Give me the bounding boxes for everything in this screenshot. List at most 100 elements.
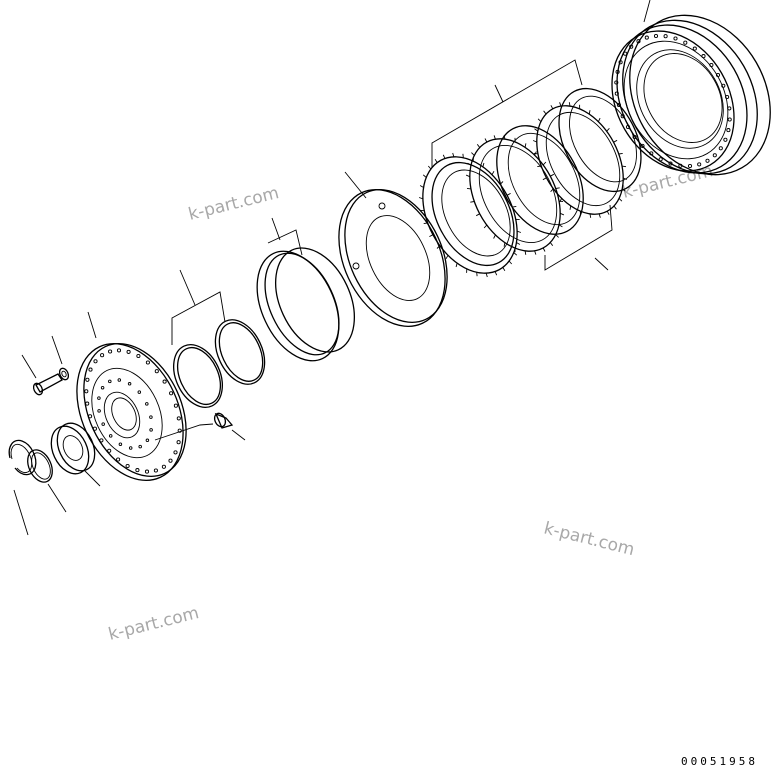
friction-plate-tooth [429,234,434,237]
drum-bolt-hole [701,54,706,59]
drum-bolt-hole [616,102,621,108]
clutch-plates [418,87,642,278]
separator-plate-teeth-2 [532,102,628,218]
dowel-pin [154,412,246,441]
friction-plate-tooth [502,267,506,272]
flange-bolt-hole [107,448,112,453]
flange-bolt-hole [176,416,181,421]
drum-bolt-hole [725,94,730,100]
separator-plate-tooth [475,213,480,217]
separator-plate-tooth [471,152,475,156]
flange-bolt-hole [84,389,89,394]
flange-inner-hole [145,438,150,443]
flange-bolt-hole [126,349,131,354]
separator-plate-tooth [533,152,539,155]
flange-bolt-hole [99,438,104,443]
flange-inner-hole [108,379,112,384]
drum-bolt-hole [614,80,619,85]
flange-inner-hole [127,382,132,386]
flange-bolt-hole [116,457,121,462]
friction-plate-tooth [442,154,446,159]
pressure-plate [338,171,448,327]
flange-bolt-hole [85,401,90,406]
separator-plate-tooth [589,213,592,218]
plate-group-leaders [431,59,613,271]
flange-bolt-hole [125,463,130,469]
flange-carrier [76,311,187,481]
separator-plate-tooth [534,250,537,255]
drum-bolt-hole [640,143,645,148]
flange-inner-hole [108,434,113,438]
flange-inner-hole [145,402,149,406]
flange-inner-hole [101,422,105,426]
drum-bolt-hole [658,157,663,162]
flange-bolt-hole [176,440,181,445]
drum-bolt-hole [683,40,688,45]
flange-inner-hole [118,442,123,446]
separator-plate-tooth [559,102,562,107]
drum-bolt-hole [653,33,659,39]
separator-plate-tooth [465,174,470,178]
separator-plate-tooth [542,177,547,181]
separator-plate-tooth [476,144,481,148]
friction-plate-teeth [418,152,522,278]
flange-bolt-hole [93,359,98,364]
drum-bolt-hole [623,51,628,56]
flange-bolt-holes [84,348,182,474]
drum-bolt-hole [687,163,693,169]
flange-bolt-hole [162,379,167,384]
flange-inner-hole [100,385,105,390]
flange-bolt-hole [116,348,122,353]
drum-bolt-holes [614,33,732,169]
flange-bolt-hole [154,369,159,374]
separator-plate-tooth [550,173,555,177]
flange-bolt-hole [92,426,97,431]
flange-inner-hole [97,396,101,400]
watermarks: k-part.com k-part.com k-part.com k-part.… [106,161,715,645]
separator-plate-tooth [569,205,572,210]
drum-bolt-hole [678,163,683,168]
flange-bolt-hole [173,403,178,408]
housing-drum [611,0,771,176]
flange-inner-hole [97,409,101,413]
drum-bolt-hole [615,69,620,74]
drum-bolt-hole [697,162,702,167]
flange-bolt-hole [135,468,140,473]
friction-plate-tooth [419,185,424,188]
flange-bolt-hole [169,391,174,396]
separator-plate-tooth [524,143,527,148]
separator-plate-tooth [550,188,554,193]
drum-bolt-hole [723,137,728,142]
drum-bolt-hole [712,153,717,158]
flange-bolt-hole [136,353,141,359]
seal-ring-large [256,217,355,362]
drum-bolt-hole [726,128,731,133]
flange-bolt-hole [161,464,166,469]
flange-bolt-hole [144,469,150,474]
friction-plate-tooth [418,197,424,200]
separator-plate-tooth [568,102,571,107]
drum-bolt-hole [715,72,721,78]
friction-plate-tooth [506,193,511,196]
drum-bolt-hole [692,46,697,51]
drum-bolt-hole [644,35,649,40]
watermark-3: k-part.com [542,518,637,560]
separator-plate-tooth [542,247,546,252]
flange-inner-hole [117,378,122,382]
separator-plate-tooth [618,198,623,202]
separator-plate-tooth [550,105,554,110]
separator-plate-tooth [543,110,547,115]
friction-plate-tooth [427,165,432,170]
friction-plate-tooth [452,152,455,157]
separator-plate-tooth [466,187,472,190]
flange-inner-hole [149,428,153,432]
friction-plate-tooth [516,230,522,233]
flange-bolt-hole [177,428,182,433]
drum-bolt-hole [618,60,623,65]
separator-plate-tooth [613,139,618,143]
friction-plate-tooth [434,158,438,163]
snap-rings [8,439,67,536]
friction-plate-tooth [516,242,521,245]
drum-bolt-hole [649,151,654,156]
